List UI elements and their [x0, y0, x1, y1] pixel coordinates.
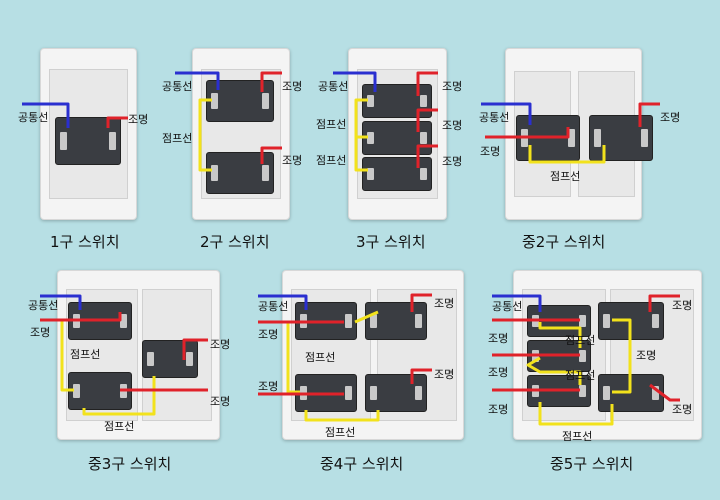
light-wire [649, 383, 680, 402]
wire-label: 공통선 [258, 300, 289, 313]
wire-label: 점프선 [565, 369, 596, 382]
jump-wire [198, 98, 212, 172]
wire-label: 조명 [30, 326, 51, 339]
switch-module [362, 84, 432, 118]
wire-label: 조명 [434, 368, 455, 381]
wire-label: 조명 [442, 155, 463, 168]
light-wire [260, 146, 282, 164]
wire-label: 조명 [660, 111, 681, 124]
jump-wire [526, 356, 582, 385]
common-wire [40, 294, 82, 310]
jump-wire [304, 410, 380, 422]
switch-title: 중3구 스위치 [88, 455, 172, 473]
wire-label: 조명 [442, 80, 463, 93]
switch-title: 2구 스위치 [200, 233, 270, 251]
light-wire [485, 127, 570, 139]
jump-wire [538, 402, 614, 426]
wire-label: 조명 [282, 80, 303, 93]
common-wire [22, 102, 70, 128]
wire-label: 조명 [442, 119, 463, 132]
switch-title: 중5구 스위치 [550, 455, 634, 473]
common-wire [492, 294, 542, 312]
wire-label: 점프선 [316, 154, 347, 167]
wire-label: 조명 [480, 145, 501, 158]
switch-title: 1구 스위치 [50, 233, 120, 251]
wire-label: 조명 [258, 328, 279, 341]
wire-label: 조명 [488, 332, 509, 345]
light-wire [106, 116, 128, 128]
common-wire [333, 71, 377, 92]
jump-wire [612, 318, 632, 394]
jump-wire [82, 376, 156, 416]
wire-label: 점프선 [162, 132, 193, 145]
wire-label: 조명 [258, 380, 279, 393]
wire-label: 공통선 [479, 111, 510, 124]
switch-title: 3구 스위치 [356, 233, 426, 251]
wire-label: 조명 [488, 403, 509, 416]
wire-label: 조명 [434, 297, 455, 310]
wire-label: 조명 [282, 154, 303, 167]
switch-module [365, 374, 427, 412]
wire-label: 공통선 [492, 300, 523, 313]
jump-wire [538, 322, 582, 348]
light-wire [416, 144, 438, 168]
wire-label: 조명 [210, 338, 231, 351]
wire-label: 조명 [128, 113, 149, 126]
light-wire [40, 312, 122, 322]
wire-label: 공통선 [162, 80, 193, 93]
wire-label: 공통선 [28, 299, 59, 312]
wire-label: 점프선 [550, 170, 581, 183]
light-wire [638, 102, 660, 127]
switch-module [589, 115, 653, 161]
wire-label: 공통선 [18, 111, 49, 124]
wire-label: 조명 [636, 349, 657, 362]
common-wire [481, 102, 532, 125]
wire-label: 점프선 [316, 118, 347, 131]
wire-label: 조명 [210, 395, 231, 408]
common-wire [258, 294, 308, 310]
light-wire [648, 294, 680, 312]
switch-title: 중4구 스위치 [320, 455, 404, 473]
light-wire [410, 368, 432, 384]
wire-label: 점프선 [565, 334, 596, 347]
switch-module [142, 340, 198, 378]
jump-wire [354, 98, 368, 172]
wire-label: 조명 [672, 299, 693, 312]
wire-label: 점프선 [70, 348, 101, 361]
common-wire [175, 71, 220, 90]
light-wire [416, 108, 438, 132]
wire-label: 점프선 [325, 426, 356, 439]
switch-module [362, 157, 432, 191]
switch-module [365, 302, 427, 340]
wire-label: 점프선 [305, 351, 336, 364]
switch-plate-5 [57, 270, 220, 440]
jump-wire [528, 145, 606, 164]
wire-label: 점프선 [104, 420, 135, 433]
wire-label: 점프선 [562, 430, 593, 443]
jump-wire [354, 310, 379, 324]
light-wire [410, 293, 432, 312]
wire-label: 조명 [488, 366, 509, 379]
switch-module [362, 121, 432, 155]
switch-module [55, 117, 121, 165]
wire-label: 조명 [672, 403, 693, 416]
switch-title: 중2구 스위치 [522, 233, 606, 251]
light-wire [416, 71, 438, 96]
light-wire [260, 71, 282, 92]
jump-wire [286, 320, 300, 394]
light-wire [182, 338, 208, 360]
wire-label: 공통선 [318, 80, 349, 93]
